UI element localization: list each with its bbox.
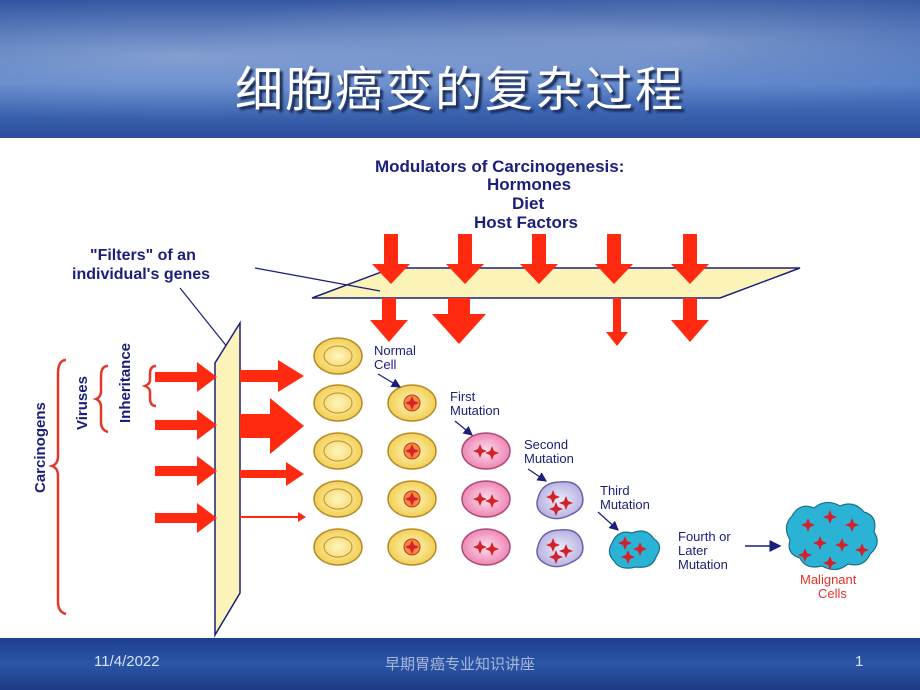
filters-label-line1: "Filters" of an [90, 247, 196, 264]
right-arrow-2 [240, 398, 304, 454]
filters-pointer-line-2 [179, 287, 229, 349]
modulator-arrows-upper [372, 234, 709, 284]
slide-title: 细胞癌变的复杂过程 [234, 62, 685, 118]
label-normal-cell-2: Cell [374, 357, 397, 372]
carcinogenesis-diagram: Modulators of Carcinogenesis: Hormones D… [32, 157, 878, 638]
brace-inheritance [141, 364, 157, 408]
slide-header-background [0, 0, 920, 140]
normal-cell-3 [313, 432, 363, 470]
footer-date: 11/4/2022 [94, 653, 160, 670]
modulator-arrows-lower [370, 298, 709, 346]
down-arrow-1 [372, 234, 410, 284]
third-mutation-column [536, 481, 584, 568]
right-arrow-1 [240, 360, 304, 392]
output-arrows-right [240, 360, 306, 522]
normal-cell-2 [313, 384, 363, 422]
label-third-mutation-2: Mutation [600, 497, 650, 512]
brace-viruses [92, 364, 109, 434]
right-arrow-4 [240, 512, 306, 522]
down-arrow-lower-1 [370, 298, 408, 342]
label-third-mutation-1: Third [600, 483, 630, 498]
label-carcinogens: Carcinogens [32, 402, 49, 493]
label-viruses: Viruses [74, 376, 91, 430]
normal-cell-1 [313, 337, 363, 375]
down-arrow-3 [520, 234, 558, 284]
down-arrow-2 [446, 234, 484, 284]
label-inheritance: Inheritance [117, 343, 134, 423]
normal-cell-pointer [377, 373, 402, 388]
label-fourth-mutation-2: Later [678, 543, 708, 558]
down-arrow-4 [595, 234, 633, 284]
cell-grid [313, 337, 878, 571]
third-mutation-pointer [597, 511, 619, 531]
modulator-host-factors: Host Factors [474, 213, 578, 232]
left-arrow-3 [155, 456, 217, 486]
normal-cell-5 [313, 528, 363, 566]
slide-footer [0, 638, 920, 690]
down-arrow-lower-2 [432, 298, 486, 344]
label-normal-cell-1: Normal [374, 343, 416, 358]
label-second-mutation-2: Mutation [524, 451, 574, 466]
first-mutation-pointer [454, 420, 473, 436]
label-malignant-2: Cells [818, 586, 847, 601]
modulator-diet: Diet [512, 194, 544, 213]
right-arrow-3 [240, 462, 304, 486]
diagram-panel: Modulators of Carcinogenesis: Hormones D… [0, 138, 920, 638]
footer-title: 早期胃癌专业知识讲座 [384, 655, 535, 673]
side-braces [48, 358, 157, 616]
label-first-mutation-2: Mutation [450, 403, 500, 418]
input-arrows-left [155, 362, 217, 533]
label-fourth-mutation-1: Fourth or [678, 529, 731, 544]
left-arrow-1 [155, 362, 217, 392]
down-arrow-lower-3 [606, 298, 628, 346]
label-second-mutation-1: Second [524, 437, 568, 452]
third-mutation-cell-2 [536, 529, 584, 568]
first-mutation-column [387, 384, 437, 566]
label-first-mutation-1: First [450, 389, 476, 404]
filters-pointer-line [254, 267, 381, 292]
modulator-hormones: Hormones [487, 175, 571, 194]
third-mutation-cell-1 [536, 481, 584, 520]
filters-label-line2: individual's genes [72, 266, 210, 283]
left-arrow-2 [155, 410, 217, 440]
brace-carcinogens [48, 358, 67, 616]
modulators-heading: Modulators of Carcinogenesis: [375, 157, 624, 176]
left-arrow-4 [155, 503, 217, 533]
malignant-cell-cluster [785, 501, 878, 571]
vertical-gene-filter [214, 320, 241, 638]
label-malignant-1: Malignant [800, 572, 857, 587]
normal-cell-4 [313, 480, 363, 518]
down-arrow-5 [671, 234, 709, 284]
horizontal-gene-filter [311, 267, 801, 299]
second-mutation-pointer [527, 468, 547, 482]
page-number: 1 [855, 653, 864, 670]
normal-cells-column [313, 337, 363, 566]
down-arrow-lower-4 [671, 298, 709, 342]
label-fourth-mutation-3: Mutation [678, 557, 728, 572]
